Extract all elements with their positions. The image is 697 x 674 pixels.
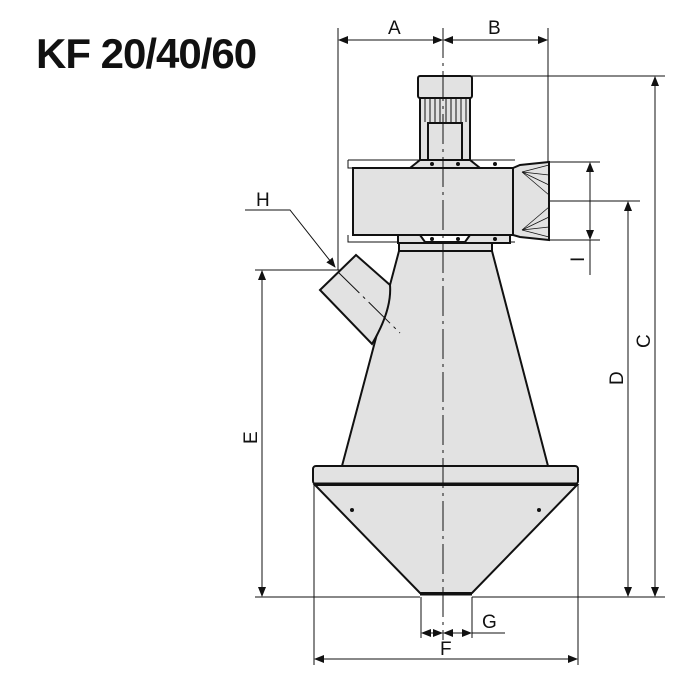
outlet xyxy=(512,160,550,242)
dim-label-f: F xyxy=(440,639,452,660)
dim-label-a: A xyxy=(388,18,401,39)
dim-label-h: H xyxy=(256,190,270,211)
dimension-lines xyxy=(245,36,659,663)
dim-label-g: G xyxy=(482,612,497,633)
motor xyxy=(417,75,473,161)
dim-label-b: B xyxy=(488,18,501,39)
dim-label-d: D xyxy=(607,371,628,385)
flange xyxy=(312,465,579,485)
inlet-pipe xyxy=(318,253,401,346)
dim-label-c: C xyxy=(634,334,655,348)
model-title: KF 20/40/60 xyxy=(36,30,257,77)
dim-label-e: E xyxy=(241,431,262,444)
fan-housing xyxy=(347,159,515,244)
dim-label-i: I xyxy=(568,257,589,262)
hopper xyxy=(312,484,580,596)
